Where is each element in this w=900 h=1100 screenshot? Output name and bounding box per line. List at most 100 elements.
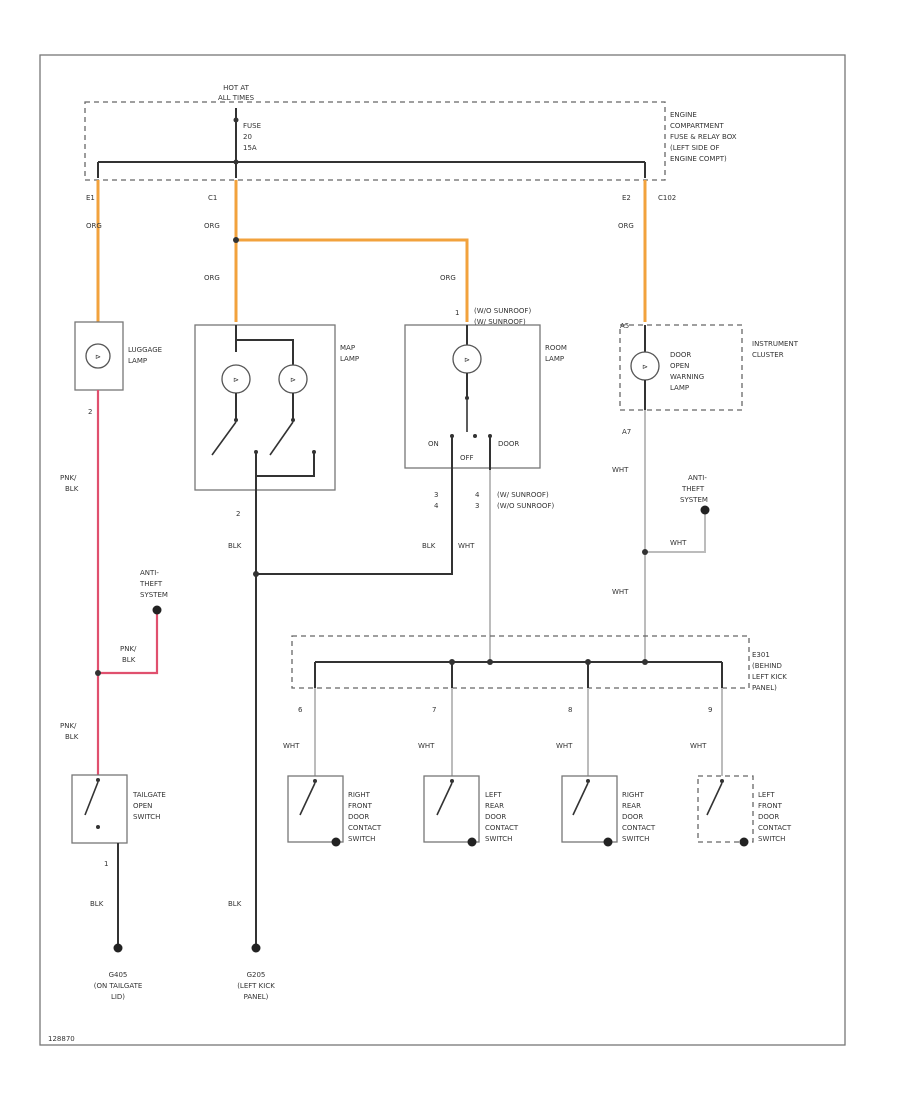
- wire-org-4: ORG: [440, 274, 456, 282]
- pin-room-3b: 3: [475, 502, 479, 510]
- room-switch-on: ON: [428, 440, 439, 448]
- ground-g205: [251, 943, 261, 953]
- wire-pnk-3a: PNK/: [60, 722, 77, 730]
- g405-label-2: (ON TAILGATE: [94, 982, 143, 990]
- lf-door-label-4: CONTACT: [758, 824, 792, 832]
- fuse-box-label-5: ENGINE COMPT): [670, 155, 727, 163]
- wht-wire-anti-theft: [645, 513, 706, 553]
- lr-door-label-1: LEFT: [485, 791, 502, 799]
- svg-text:⊳: ⊳: [290, 376, 296, 384]
- luggage-lamp-label-1: LUGGAGE: [128, 346, 162, 354]
- rf-door-label-5: SWITCH: [348, 835, 375, 843]
- pin-e1: E1: [86, 194, 95, 202]
- anti-theft-right-2: THEFT: [681, 485, 705, 493]
- wire-pnk-2b: BLK: [122, 656, 136, 664]
- pin-e2: E2: [622, 194, 631, 202]
- svg-text:⊳: ⊳: [642, 363, 648, 371]
- rr-door-label-3: DOOR: [622, 813, 643, 821]
- cluster-label-1: INSTRUMENT: [752, 340, 799, 348]
- e301-label-4: PANEL): [752, 684, 777, 692]
- pin-room-1: 1: [455, 309, 459, 317]
- fuse-box-label-2: COMPARTMENT: [670, 122, 724, 130]
- fuse-number: 20: [243, 133, 252, 141]
- sunroof-bottom-2: (W/O SUNROOF): [497, 502, 554, 510]
- left-front-door-switch: [697, 775, 754, 847]
- fuse-rating: 15A: [243, 144, 257, 152]
- lf-door-label-2: FRONT: [758, 802, 783, 810]
- right-rear-door-switch: [561, 775, 618, 847]
- anti-theft-connector-left: [152, 605, 162, 615]
- room-switch-off: OFF: [460, 454, 474, 462]
- splice-org: [233, 237, 239, 243]
- fuse-box-label-4: (LEFT SIDE OF: [670, 144, 720, 152]
- tailgate-label-2: OPEN: [133, 802, 152, 810]
- e301-label-1: E301: [752, 651, 770, 659]
- rf-door-label-2: FRONT: [348, 802, 373, 810]
- g405-label-3: LID): [111, 993, 125, 1001]
- tailgate-label-3: SWITCH: [133, 813, 160, 821]
- wire-org-2: ORG: [204, 222, 220, 230]
- door-warning-label-3: WARNING: [670, 373, 704, 381]
- room-switch-door: DOOR: [498, 440, 519, 448]
- ground-g405: [113, 943, 123, 953]
- rr-door-label-5: SWITCH: [622, 835, 649, 843]
- pin-a7: A7: [622, 428, 631, 436]
- e301-outline: [291, 635, 750, 689]
- tailgate-label-1: TAILGATE: [132, 791, 166, 799]
- tailgate-switch-box: [71, 774, 128, 844]
- wire-pnk-2a: PNK/: [120, 645, 137, 653]
- fuse-label: FUSE: [243, 122, 261, 130]
- map-lamp-label-2: LAMP: [340, 355, 359, 363]
- anti-theft-left-3: SYSTEM: [140, 591, 168, 599]
- anti-theft-right-1: ANTI-: [688, 474, 707, 482]
- pin-map-2: 2: [236, 510, 240, 518]
- svg-text:⊳: ⊳: [464, 356, 470, 364]
- pin-8: 8: [568, 706, 572, 714]
- hot-at-label-1: HOT AT: [223, 84, 250, 92]
- lr-door-label-2: REAR: [485, 802, 504, 810]
- org-wire-room: [236, 238, 469, 322]
- room-lamp-label-1: ROOM: [545, 344, 567, 352]
- wire-pnk-3b: BLK: [65, 733, 79, 741]
- pin-c1: C1: [208, 194, 217, 202]
- anti-theft-connector-right: [700, 505, 710, 515]
- instrument-cluster-outline: [619, 324, 743, 411]
- fuse-box-label-3: FUSE & RELAY BOX: [670, 133, 737, 141]
- pin-c102: C102: [658, 194, 676, 202]
- wire-blk-2: BLK: [228, 542, 242, 550]
- pin-room-3: 3: [434, 491, 438, 499]
- lf-door-label-5: SWITCH: [758, 835, 785, 843]
- map-lamp-box: [194, 324, 336, 491]
- rf-door-label-3: DOOR: [348, 813, 369, 821]
- pin-7: 7: [432, 706, 436, 714]
- lr-door-label-4: CONTACT: [485, 824, 519, 832]
- g205-label-3: PANEL): [244, 993, 269, 1001]
- room-lamp-label-2: LAMP: [545, 355, 564, 363]
- pin-a5: A5: [620, 322, 629, 330]
- map-lamp-label-1: MAP: [340, 344, 355, 352]
- door-warning-label-2: OPEN: [670, 362, 689, 370]
- wire-wht-5: WHT: [283, 742, 300, 750]
- footer-code: 128870: [48, 1035, 75, 1043]
- rr-door-label-1: RIGHT: [622, 791, 645, 799]
- wire-wht-8: WHT: [690, 742, 707, 750]
- anti-theft-left-2: THEFT: [139, 580, 163, 588]
- luggage-lamp-label-2: LAMP: [128, 357, 147, 365]
- right-front-door-switch: [287, 775, 344, 847]
- wire-wht-1: WHT: [458, 542, 475, 550]
- rf-door-label-1: RIGHT: [348, 791, 371, 799]
- wire-wht-4: WHT: [612, 588, 629, 596]
- hot-at-label-2: ALL TIMES: [218, 94, 255, 102]
- rr-door-label-2: REAR: [622, 802, 641, 810]
- blk-wire-room: [256, 470, 453, 575]
- fuse-box-label-1: ENGINE: [670, 111, 697, 119]
- g205-label-2: (LEFT KICK: [237, 982, 275, 990]
- wire-wht-2: WHT: [612, 466, 629, 474]
- pnk-blk-anti-theft-wire: [98, 612, 159, 675]
- wire-blk-3: BLK: [422, 542, 436, 550]
- e301-label-2: (BEHIND: [752, 662, 782, 670]
- e301-label-3: LEFT KICK: [752, 673, 787, 681]
- door-warning-label-1: DOOR: [670, 351, 691, 359]
- lr-door-label-3: DOOR: [485, 813, 506, 821]
- pin-6: 6: [298, 706, 303, 714]
